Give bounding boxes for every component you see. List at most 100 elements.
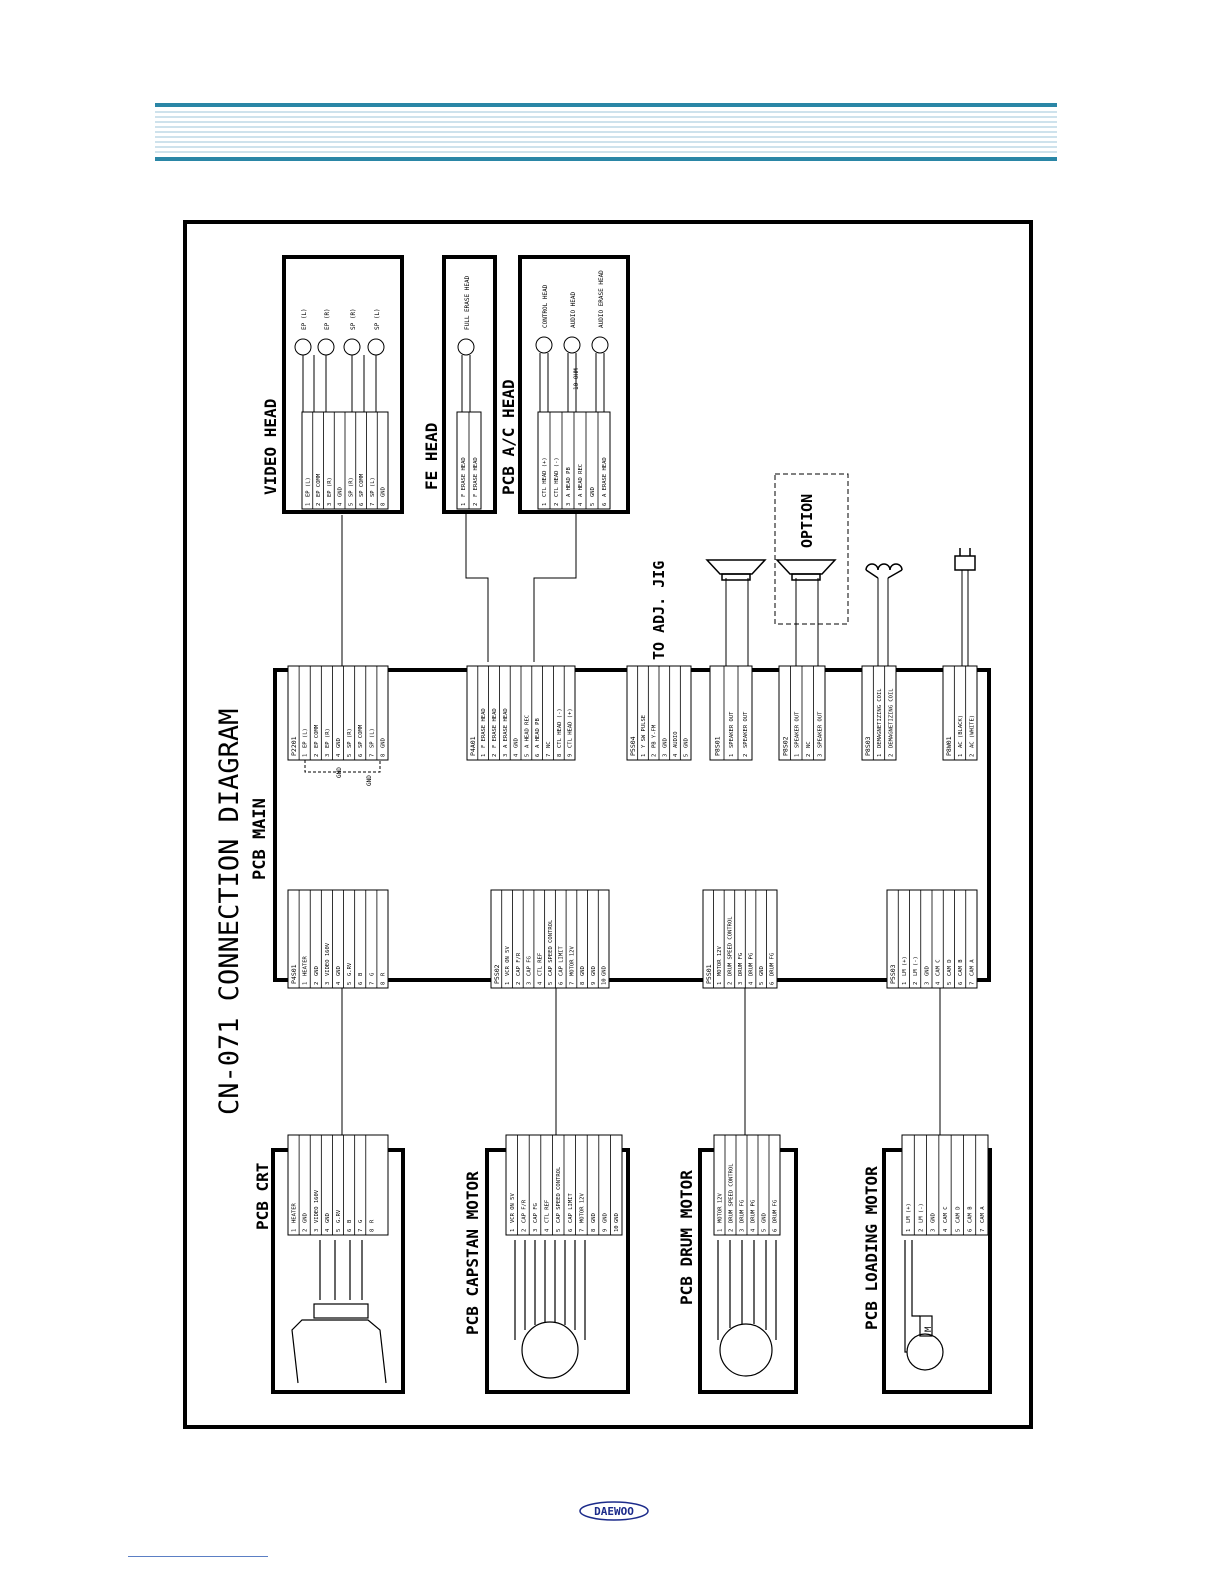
- pin-number: 2: [521, 1229, 527, 1232]
- coil-label: AUDIO ERASE HEAD: [598, 270, 605, 328]
- gnd-label-2: GND: [366, 775, 373, 786]
- pin-number: 4: [943, 1228, 949, 1232]
- connector-name: P5S04: [629, 736, 637, 756]
- pin-number: 2: [314, 982, 320, 985]
- pin-number: 1: [717, 982, 723, 985]
- pin-label: GND: [931, 1213, 937, 1223]
- pin-number: 8: [591, 1229, 597, 1232]
- pin-number: 5: [762, 1229, 768, 1232]
- pin-number: 1: [305, 503, 311, 506]
- video-head-box: [282, 255, 404, 514]
- pin-label: CAM B: [958, 959, 964, 976]
- pin-label: CAP LIMIT: [559, 946, 565, 976]
- pin-number: 2: [316, 503, 322, 506]
- pin-number: 4: [325, 1228, 331, 1232]
- connector-name: P5S01: [705, 964, 713, 984]
- connection-wires: [341, 512, 969, 1135]
- ac-head-title: PCB A/C HEAD: [499, 379, 518, 495]
- pin-label: GND: [762, 1213, 768, 1223]
- pin-label: GND: [336, 966, 342, 976]
- pin-number: 8: [380, 754, 386, 757]
- pin-number: 2: [516, 982, 522, 985]
- pin-number: 5: [347, 982, 353, 985]
- pin-label: GND: [591, 1213, 597, 1223]
- pin-number: 1: [906, 1229, 912, 1232]
- pin-label: CTL HEAD (-): [554, 457, 560, 497]
- pin-number: 6: [347, 1229, 353, 1232]
- connector-name: P8S02: [781, 736, 789, 756]
- pin-label: AUDIO: [673, 731, 679, 748]
- pin-number: 4: [336, 981, 342, 985]
- pin-label: SP (L): [370, 477, 376, 497]
- loading-motor-label: M: [924, 1326, 934, 1332]
- pin-label: AC (WHITE): [969, 715, 975, 748]
- capstan-title: PCB CAPSTAN MOTOR: [463, 1171, 482, 1335]
- pin-label: CAM A: [980, 1206, 986, 1223]
- pin-number: 1: [303, 982, 309, 985]
- pin-number: 1: [292, 1229, 298, 1232]
- pin-number: 3: [325, 982, 331, 985]
- pin-label: GND: [514, 738, 520, 748]
- pin-number: 5: [556, 1229, 562, 1232]
- diagram-title: CN-071 CONNECTION DIAGRAM: [214, 709, 245, 1115]
- pin-label: SPEAKER OUT: [743, 711, 749, 748]
- pin-number: 6: [559, 982, 565, 985]
- pin-label: GND: [314, 966, 320, 976]
- pin-number: 7: [569, 982, 575, 985]
- gnd-bracket: [304, 760, 381, 773]
- capstan-motor-icon: [514, 1240, 586, 1379]
- pin-label: NC: [546, 741, 552, 748]
- pin-number: 5: [548, 982, 554, 985]
- pin-number: 3: [931, 1229, 937, 1232]
- pin-number: 2: [918, 1229, 924, 1232]
- pin-number: 4: [936, 981, 942, 985]
- pin-number: 3: [924, 982, 930, 985]
- video-head-coils: [294, 338, 385, 412]
- pin-label: CTL HEAD (-): [557, 708, 563, 748]
- pin-label: EP (R): [325, 728, 331, 748]
- pin-number: 3: [527, 982, 533, 985]
- pin-label: A ERASE HEAD: [602, 457, 608, 497]
- pin-label: G: [358, 1220, 364, 1223]
- pin-label: CAP FG: [533, 1203, 539, 1223]
- pin-label: HEATER: [292, 1202, 298, 1223]
- pin-label: MOTOR 12V: [717, 946, 723, 976]
- pin-number: 3: [327, 503, 333, 506]
- pin-number: 6: [770, 982, 776, 985]
- pin-label: GND: [338, 487, 344, 497]
- pin-number: 2: [492, 754, 498, 757]
- pin-label: A HEAD PB: [566, 467, 572, 497]
- pin-number: 2: [652, 754, 658, 757]
- pin-number: 6: [358, 754, 364, 757]
- pin-label: SP COMM: [358, 724, 364, 748]
- pin-number: 7: [370, 503, 376, 506]
- pin-label: B: [358, 972, 364, 976]
- pin-number: 7: [980, 1229, 986, 1232]
- pin-label: DRUM FG: [740, 1200, 746, 1223]
- pin-number: 2: [729, 1229, 735, 1232]
- pin-label: CAM A: [969, 959, 975, 976]
- pin-label: GND: [325, 1213, 331, 1223]
- pin-number: 2: [969, 754, 975, 757]
- pin-label: CTL HEAD (+): [568, 708, 574, 748]
- pin-label: SP (L): [369, 728, 375, 748]
- coil-label: EP (L): [301, 308, 308, 330]
- pin-number: 8: [369, 1229, 375, 1232]
- pin-number: 2: [913, 982, 919, 985]
- pin-label: GND: [380, 738, 386, 748]
- pin-label: VIDEO 160V: [325, 942, 331, 976]
- pin-label: B: [347, 1219, 353, 1223]
- pin-number: 1: [641, 754, 647, 757]
- footer-line: [128, 1556, 268, 1557]
- pin-number: 2: [727, 982, 733, 985]
- connector-name: P8W01: [945, 736, 953, 756]
